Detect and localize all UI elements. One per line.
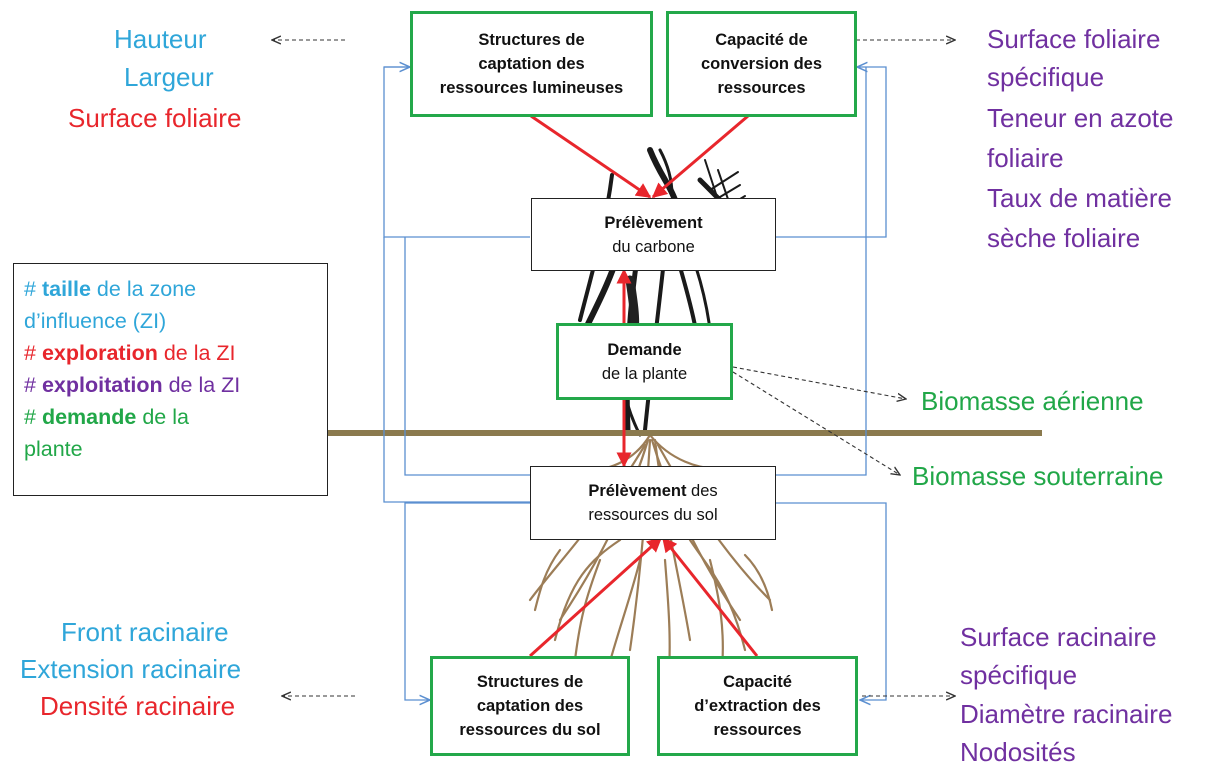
legend-rest: de la zone (90, 277, 197, 301)
box-line: ressources lumineuses (439, 79, 624, 97)
box-line: ressources du sol (459, 721, 601, 739)
box-line: du carbone (612, 237, 695, 256)
legend-hash: # (24, 341, 36, 365)
legend-hash: # (24, 373, 36, 397)
box-line: d’extraction des (694, 697, 821, 715)
box-line: Structures de (476, 673, 584, 691)
label-root-front: Front racinaire (61, 617, 229, 647)
label-foliar: foliaire (987, 143, 1064, 173)
feedback-loop-inner-left (404, 237, 530, 476)
dashed-arrow-biomass-underground (732, 371, 900, 475)
legend-bold: exploitation (41, 373, 163, 397)
box-line: ressources (713, 721, 802, 739)
flow-arrows (528, 114, 759, 658)
label-nodules: Nodosités (960, 737, 1076, 767)
label-leaf-nitrogen: Teneur en azote (987, 103, 1174, 133)
box-line: conversion des (700, 55, 823, 73)
legend-rest: de la ZI (157, 341, 236, 365)
label-specific-leaf-area: Surface foliaire (987, 24, 1161, 54)
legend-line-plant: plante (24, 437, 83, 461)
box-line: Capacité de (715, 31, 808, 49)
feedback-loops (383, 67, 887, 700)
label-specific-2: spécifique (960, 660, 1078, 690)
legend-line-influence: d’influence (ZI) (24, 309, 167, 333)
box-line: Structures de (478, 31, 585, 49)
legend-bold: demande (41, 405, 137, 429)
box-line: Prélèvement des (588, 479, 717, 503)
label-specific: spécifique (987, 62, 1105, 92)
label-dry-foliar: sèche foliaire (987, 223, 1141, 253)
legend-line-exploration: # exploration de la ZI (24, 337, 317, 369)
dashed-arrows (272, 40, 955, 696)
label-root-density: Densité racinaire (40, 691, 236, 721)
legend-line-exploitation: # exploitation de la ZI (24, 369, 317, 401)
box-line-bold: Prélèvement (588, 482, 687, 500)
box-line: Capacité (723, 673, 792, 691)
box-line: Demande (607, 340, 682, 359)
legend-hash: # (24, 405, 36, 429)
box-line: de la plante (601, 364, 688, 383)
box-line: Prélèvement (604, 213, 703, 232)
box-line: ressources (717, 79, 806, 97)
box-extraction-capacity: Capacité d’extraction des ressources (657, 656, 858, 756)
arrow-extraction-to-soil (661, 536, 759, 657)
arrow-light-to-carbon (530, 114, 652, 199)
label-width: Largeur (124, 62, 214, 92)
feedback-loop-inner-right (776, 67, 867, 476)
box-conversion-capacity: Capacité de conversion des ressources (666, 11, 857, 117)
box-soil-capture-structures: Structures de captation des ressources d… (430, 656, 630, 756)
box-line-tail: des (686, 482, 718, 500)
label-biomass-aerial: Biomasse aérienne (921, 386, 1144, 416)
feedback-loop-bottom-left (404, 502, 530, 700)
legend-rest: de la ZI (162, 373, 241, 397)
box-line: captation des (478, 55, 585, 73)
box-soil-uptake: Prélèvement des ressources du sol (530, 466, 776, 540)
box-light-capture-structures: Structures de captation des ressources l… (410, 11, 653, 117)
arrow-soil-capture-to-soil (528, 536, 663, 658)
label-height: Hauteur (114, 24, 207, 54)
box-line: ressources du sol (588, 506, 718, 524)
legend-bold: exploration (41, 341, 158, 365)
legend-box: # taille de la zone d’influence (ZI) # e… (13, 263, 328, 496)
label-root-extension: Extension racinaire (20, 654, 242, 684)
feedback-loop-top-right (776, 67, 887, 238)
box-line: captation des (476, 697, 584, 715)
label-root-diameter: Diamètre racinaire (960, 699, 1173, 729)
label-biomass-underground: Biomasse souterraine (912, 461, 1164, 491)
legend-line-demand: # demande de la (24, 401, 317, 433)
label-leaf-area: Surface foliaire (68, 103, 242, 133)
arrow-conversion-to-carbon (651, 114, 749, 199)
feedback-loop-outer-left-2 (383, 237, 530, 503)
dashed-arrow-biomass-aerial (732, 366, 906, 399)
box-plant-demand: Demande de la plante (556, 323, 733, 400)
label-specific-root-area: Surface racinaire (960, 622, 1157, 652)
legend-line-size: # taille de la zone (24, 273, 317, 305)
box-carbon-uptake: Prélèvement du carbone (531, 198, 776, 271)
feedback-loop-bottom-right (776, 502, 887, 700)
legend-bold: taille (41, 277, 91, 301)
legend-rest: de la (136, 405, 189, 429)
label-dry-matter: Taux de matière (987, 183, 1172, 213)
legend-hash: # (24, 277, 36, 301)
